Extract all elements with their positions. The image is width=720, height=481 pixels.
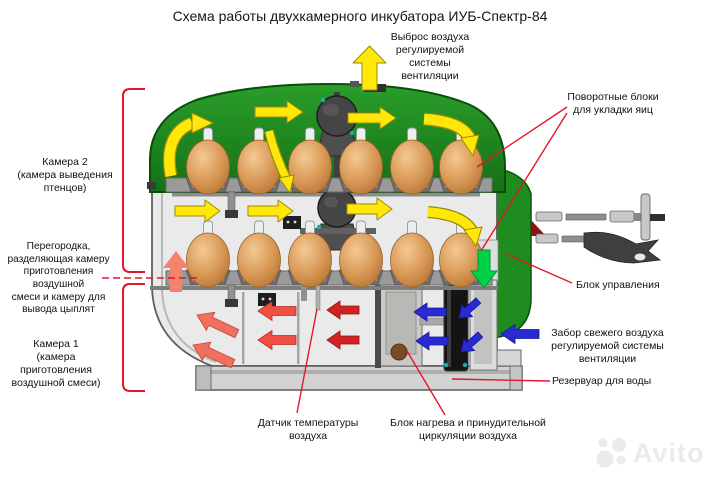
watermark: Avito [596, 436, 705, 470]
egg-tray-upper [165, 127, 493, 229]
label-control-unit: Блок управления [576, 279, 660, 291]
control-unit-housing [487, 165, 546, 339]
callout-temp-sensor [296, 308, 318, 414]
cross-handle [640, 193, 651, 241]
chamber-divider [297, 292, 300, 364]
label-partition: Перегородка, разделяющая камеру приготов… [7, 241, 110, 316]
fan-assembly [300, 92, 376, 251]
wrench-hole [634, 253, 646, 261]
housing-flap [531, 220, 546, 236]
callout-turning-blocks-2 [480, 112, 568, 252]
partition-rail [150, 286, 498, 290]
adjustment-rod-lower [535, 231, 662, 264]
callouts [102, 88, 573, 416]
bracket-chamber1 [122, 283, 145, 392]
label-chamber-2: Камера 2 (камера выведения птенцов) [17, 156, 113, 195]
callout-turning-blocks-1 [476, 106, 568, 168]
label-heater: Блок нагрева и принудительной циркуляции… [390, 417, 546, 443]
label-water-tank: Резервуар для воды [552, 375, 652, 387]
chamber-divider [242, 292, 245, 364]
watermark-text: Avito [633, 437, 705, 468]
label-turning-blocks: Поворотные блоки для укладки яиц [567, 91, 659, 117]
exhaust-arrow-icon [352, 45, 387, 91]
label-air-intake: Забор свежего воздуха регулируемой систе… [551, 327, 664, 366]
callout-control-unit [505, 253, 573, 284]
float-ball [390, 343, 408, 361]
label-air-exhaust: Выброс воздуха регулируемой системы вент… [390, 31, 470, 83]
circulation-box [375, 280, 445, 368]
callout-heater [406, 350, 446, 416]
bracket-chamber2 [122, 88, 145, 273]
label-chamber-1: Камера 1 (камера приготовления воздушной… [11, 338, 101, 390]
water-reservoir-base [195, 349, 523, 391]
sensor-box [258, 293, 276, 306]
down-flow-arrow [469, 249, 499, 289]
adjustment-rod-upper [535, 193, 665, 241]
callout-water-tank [451, 378, 551, 382]
heater-block [443, 279, 498, 372]
egg-tray-lower [165, 220, 493, 307]
label-temp-sensor: Датчик температуры воздуха [257, 417, 359, 443]
warm-air-arrows [162, 45, 483, 247]
rising-air-arrow [163, 251, 189, 292]
sensor-box [283, 216, 301, 229]
page-title: Схема работы двухкамерного инкубатора ИУ… [172, 8, 548, 24]
avito-logo-icon [596, 438, 626, 468]
